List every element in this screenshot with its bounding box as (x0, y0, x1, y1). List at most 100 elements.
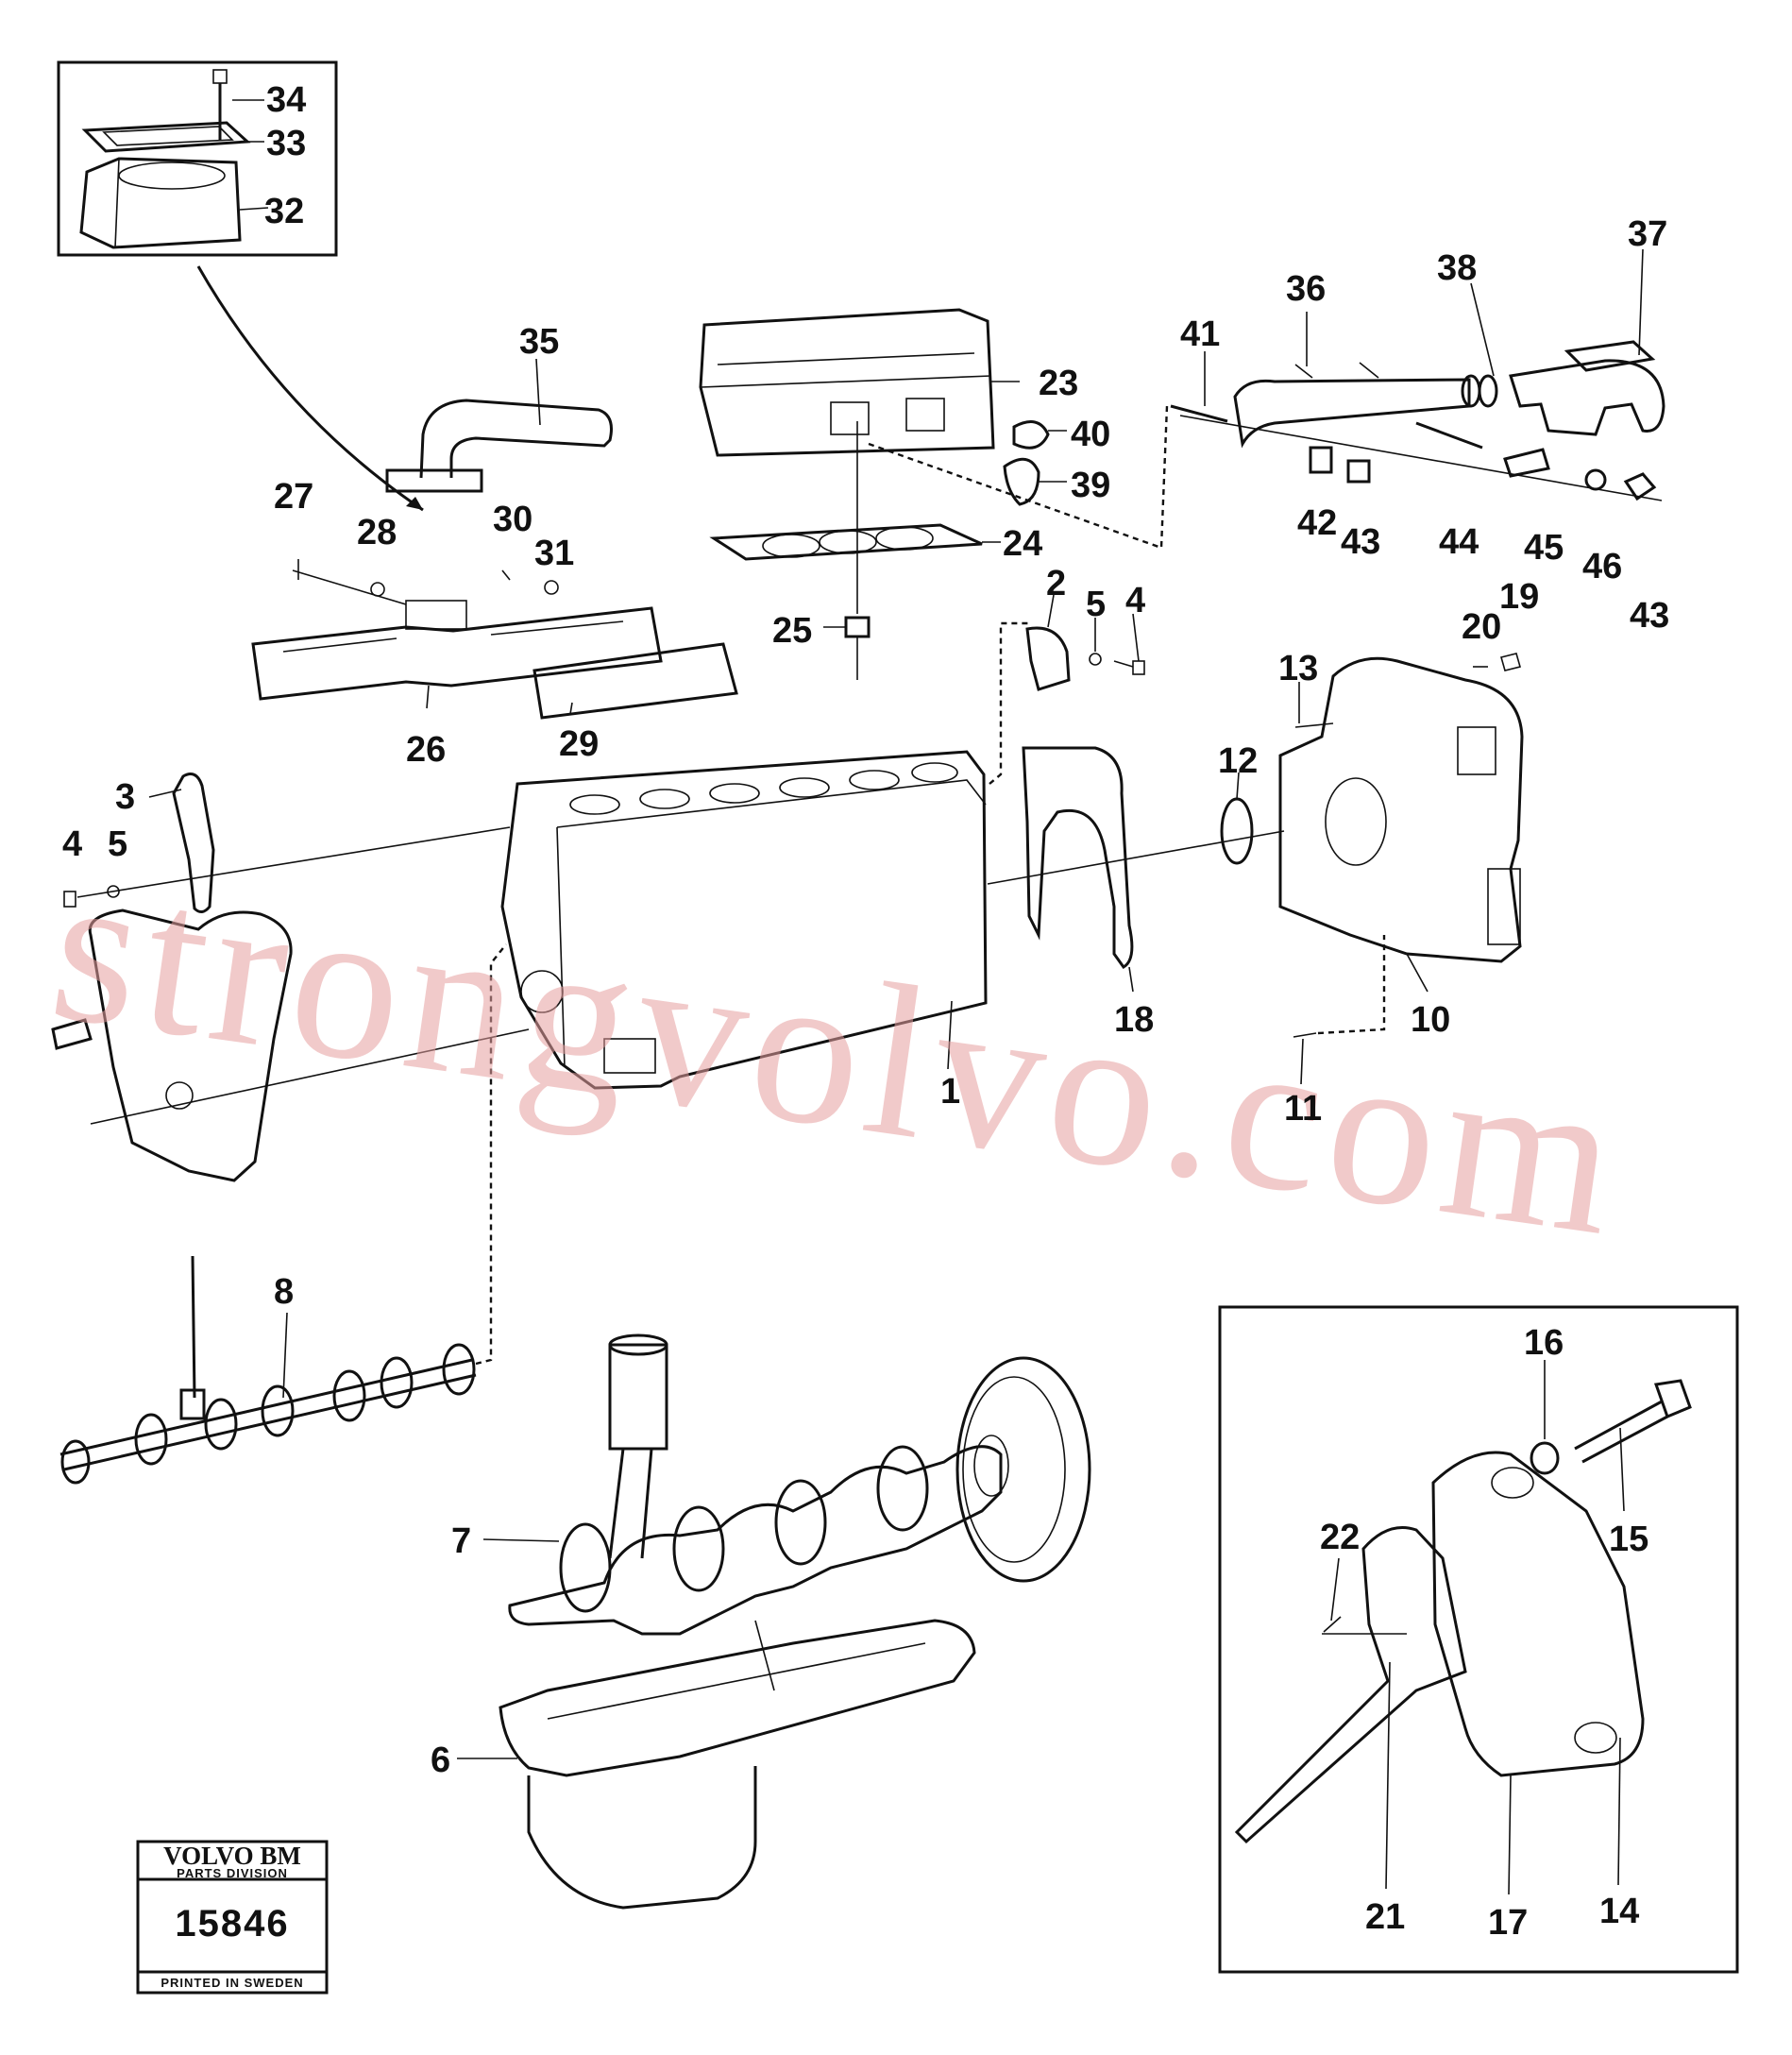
label-29: 29 (559, 724, 599, 764)
stamp-number: 15846 (175, 1903, 289, 1945)
part-3-bracket (172, 773, 215, 913)
label-43-b: 43 (1630, 596, 1669, 636)
leader-lines (148, 99, 1644, 1895)
part-22-pin (1323, 1616, 1342, 1633)
part-2-cover (1025, 626, 1071, 691)
part-21-bracket (1234, 1526, 1467, 1844)
part-39-gasket (1003, 457, 1040, 506)
label-2: 2 (1046, 564, 1066, 603)
inset-box-bottom (1218, 1305, 1739, 1974)
arrow-head (406, 497, 423, 510)
stamp-division: PARTS DIVISION (177, 1866, 288, 1880)
label-20: 20 (1462, 607, 1501, 647)
label-6: 6 (431, 1741, 450, 1780)
label-30: 30 (493, 500, 533, 539)
label-3: 3 (115, 777, 135, 817)
part-35-pipe (419, 399, 613, 479)
part-43-nut-a (1346, 459, 1371, 484)
label-46: 46 (1582, 547, 1622, 586)
label-43-a: 43 (1341, 522, 1380, 562)
part-25-plug (844, 616, 871, 680)
label-5-left: 5 (108, 824, 127, 864)
part-35-flange (385, 468, 483, 493)
part-32-housing (79, 157, 242, 249)
label-4-upper: 4 (1125, 581, 1145, 620)
timing-cover (88, 909, 293, 1182)
part-5-washer-left (107, 885, 120, 898)
label-45: 45 (1524, 528, 1564, 568)
label-38: 38 (1437, 248, 1477, 288)
watermark: strongvolvo.com (40, 824, 1637, 1282)
part-31-nut (544, 580, 559, 595)
volvo-stamp: VOLVO BM PARTS DIVISION 15846 PRINTED IN… (136, 1840, 329, 1995)
label-18: 18 (1114, 1000, 1154, 1040)
part-43-nut-b (1623, 472, 1657, 501)
label-14: 14 (1599, 1892, 1639, 1931)
part-16-washer (1530, 1441, 1560, 1475)
label-5-upper: 5 (1086, 585, 1106, 624)
label-27: 27 (274, 477, 313, 517)
part-45-clamp (1503, 448, 1550, 478)
stamp-footer: PRINTED IN SWEDEN (161, 1976, 303, 1990)
label-44: 44 (1439, 522, 1479, 562)
label-4-left: 4 (62, 824, 82, 864)
part-38-rings (1461, 374, 1498, 408)
part-41-stud (1170, 404, 1228, 423)
label-7: 7 (451, 1521, 471, 1561)
part-30-bolt (501, 569, 511, 581)
label-28: 28 (357, 513, 397, 552)
label-16: 16 (1524, 1323, 1564, 1363)
part-labels: 34 33 32 35 27 28 30 31 26 29 23 40 39 2… (62, 80, 1669, 1943)
label-37: 37 (1628, 214, 1667, 254)
part-5-washer-upper (1089, 653, 1102, 666)
label-15: 15 (1609, 1520, 1648, 1559)
part-8-camshaft (59, 1343, 477, 1485)
piston-rod (608, 1333, 668, 1559)
connector-arrow (196, 265, 424, 512)
part-26-manifold (251, 600, 663, 701)
part-23-cylinder-head (699, 308, 995, 457)
label-22: 22 (1320, 1518, 1360, 1557)
part-6-oil-pan (499, 1619, 976, 1910)
label-33: 33 (266, 124, 306, 163)
part-34-bolt (212, 69, 228, 140)
label-21: 21 (1365, 1897, 1405, 1937)
part-10-flywheel-housing (1278, 656, 1524, 963)
label-17: 17 (1488, 1903, 1528, 1943)
part-44-stud (1415, 421, 1483, 450)
label-24: 24 (1003, 524, 1042, 564)
label-31: 31 (534, 534, 574, 573)
label-25: 25 (772, 611, 812, 651)
part-17-cover (1431, 1451, 1645, 1777)
part-13-pin (1294, 722, 1334, 728)
label-23: 23 (1039, 364, 1078, 403)
part-15-bolt (1574, 1379, 1692, 1464)
part-11-pin (1293, 1032, 1317, 1038)
label-10: 10 (1411, 1000, 1450, 1040)
label-8: 8 (274, 1272, 294, 1312)
label-1: 1 (940, 1072, 960, 1112)
part-7-crankshaft (508, 1445, 1003, 1636)
part-4-bolt-upper (1113, 660, 1145, 675)
label-40: 40 (1071, 415, 1110, 454)
part-37-manifold (1509, 340, 1665, 436)
label-36: 36 (1286, 269, 1326, 309)
label-19: 19 (1499, 577, 1539, 617)
dash-line-head (868, 405, 1169, 550)
part-12-seal (1220, 797, 1254, 865)
part-24-head-gasket (709, 523, 983, 561)
label-39: 39 (1071, 466, 1110, 505)
label-34: 34 (266, 80, 306, 120)
part-42-sleeve (1309, 446, 1333, 474)
part-29-gasket (533, 642, 738, 720)
part-33-gasket (81, 121, 251, 153)
label-42: 42 (1297, 503, 1337, 543)
camshaft-gear-rod (179, 1255, 206, 1420)
label-11: 11 (1284, 1089, 1322, 1129)
label-35: 35 (519, 322, 559, 362)
flywheel (955, 1356, 1091, 1583)
label-13: 13 (1278, 649, 1318, 688)
part-19-bolt (1500, 653, 1521, 671)
part-4-bolt-left (63, 891, 76, 908)
